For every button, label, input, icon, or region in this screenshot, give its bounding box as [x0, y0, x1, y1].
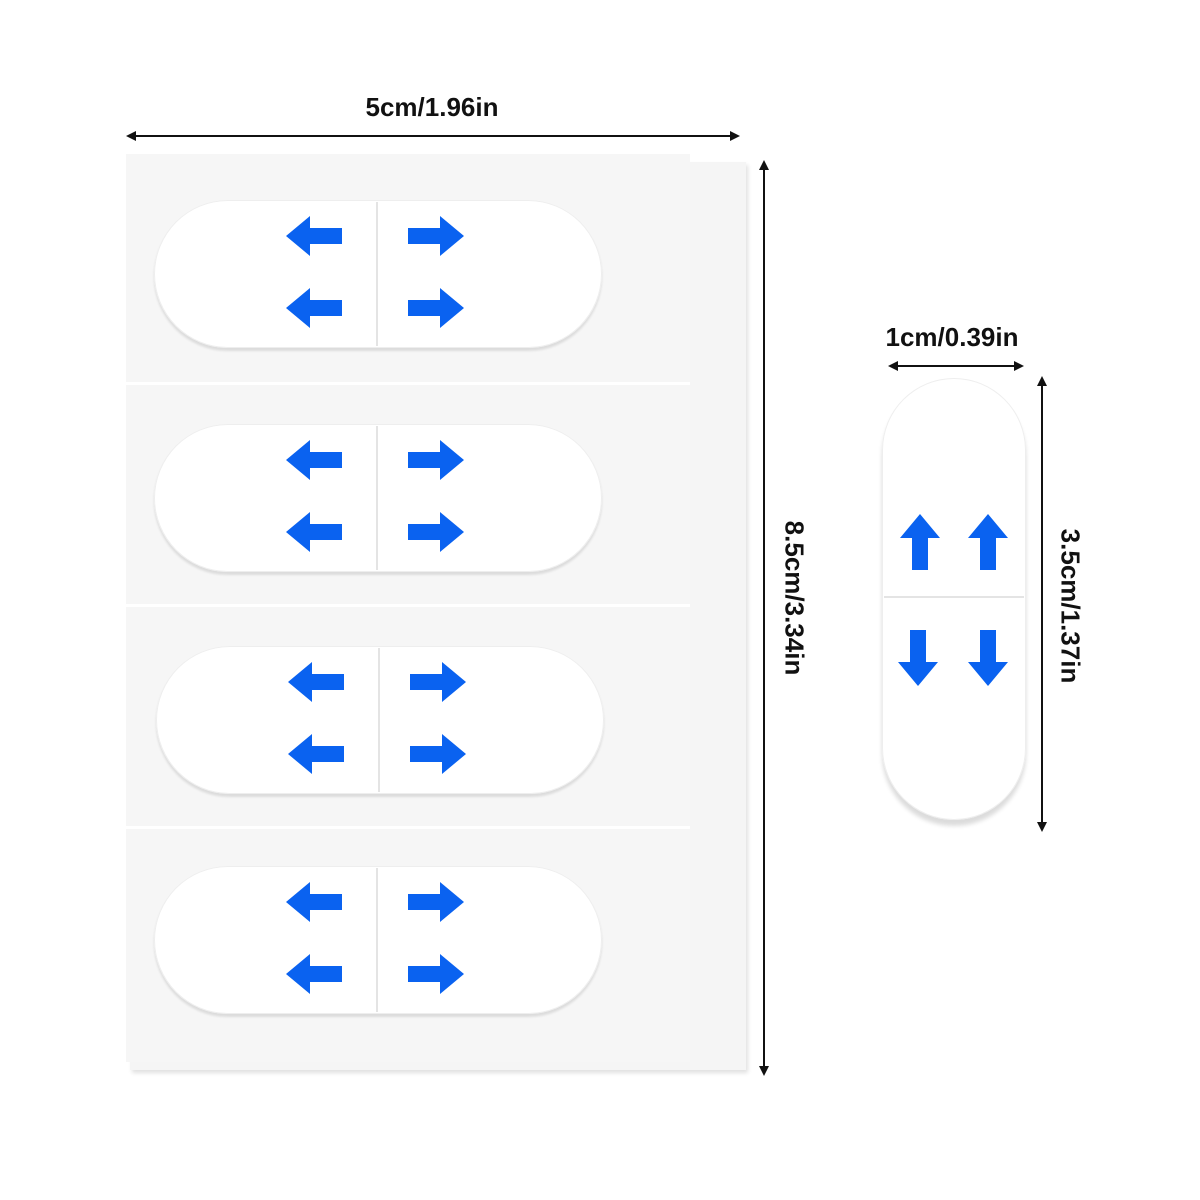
arrow-left-icon — [286, 882, 342, 922]
strip-seam — [378, 648, 380, 792]
sheet-divider — [126, 604, 690, 607]
arrow-left-icon — [286, 512, 342, 552]
sheet-divider — [126, 382, 690, 385]
piece-width-label: 1cm/0.39in — [885, 322, 1019, 352]
arrow-up-icon — [968, 514, 1008, 570]
adhesive-strip — [156, 646, 604, 794]
adhesive-strip — [154, 424, 602, 572]
piece-height-label: 3.5cm/1.37in — [1055, 528, 1086, 684]
piece-seam — [884, 596, 1024, 598]
arrow-left-icon — [286, 440, 342, 480]
strip-seam — [376, 868, 378, 1012]
arrow-left-icon — [288, 734, 344, 774]
arrow-left-icon — [286, 954, 342, 994]
arrow-right-icon — [408, 288, 464, 328]
arrow-right-icon — [408, 216, 464, 256]
arrow-left-icon — [286, 216, 342, 256]
sheet-height-label: 8.5cm/3.34in — [779, 520, 810, 676]
sheet-divider — [126, 826, 690, 829]
strip-seam — [376, 202, 378, 346]
arrow-left-icon — [286, 288, 342, 328]
arrow-right-icon — [408, 440, 464, 480]
arrow-down-icon — [968, 630, 1008, 686]
adhesive-sheet — [126, 154, 690, 1062]
adhesive-strip — [154, 866, 602, 1014]
arrow-right-icon — [408, 512, 464, 552]
strip-seam — [376, 426, 378, 570]
arrow-down-icon — [898, 630, 938, 686]
arrow-up-icon — [900, 514, 940, 570]
adhesive-strip — [154, 200, 602, 348]
sheet-width-label: 5cm/1.96in — [365, 92, 499, 122]
single-adhesive-piece — [882, 378, 1026, 820]
arrow-right-icon — [408, 954, 464, 994]
arrow-right-icon — [410, 734, 466, 774]
arrow-right-icon — [408, 882, 464, 922]
arrow-left-icon — [288, 662, 344, 702]
arrow-right-icon — [410, 662, 466, 702]
